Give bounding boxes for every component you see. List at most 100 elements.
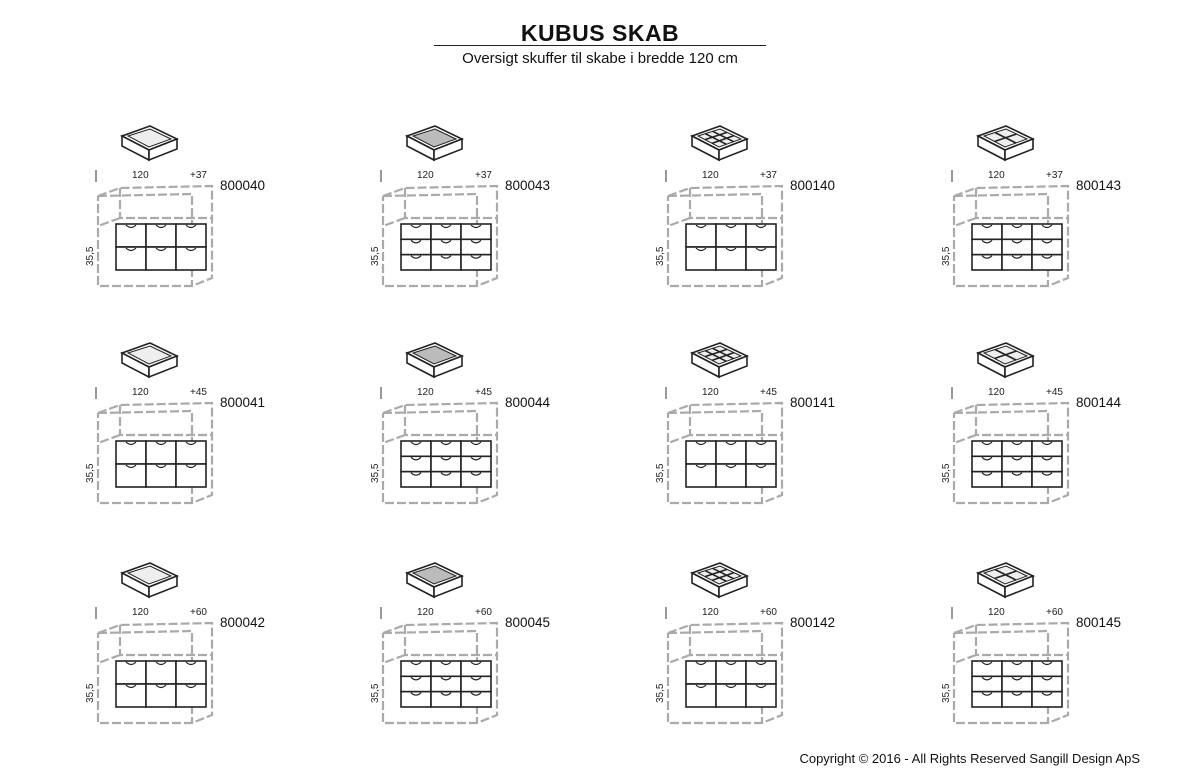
drawer-front <box>460 470 492 488</box>
drawer-front <box>460 455 492 473</box>
depth-dimension: +45 <box>760 387 777 398</box>
drawer-icon <box>690 562 749 599</box>
product-code: 800043 <box>505 178 551 193</box>
drawer-front <box>460 675 492 693</box>
drawer-handle <box>981 239 993 244</box>
drawer-front <box>971 660 1003 678</box>
drawer-icon <box>405 562 464 599</box>
drawer-front <box>1031 455 1063 473</box>
drawer-handle <box>185 441 197 446</box>
drawer-icon <box>120 342 179 379</box>
drawer-handle <box>1041 441 1053 446</box>
page-subtitle: Oversigt skuffer til skabe i bredde 120 … <box>462 50 738 67</box>
depth-dimension: +60 <box>475 607 492 618</box>
height-dimension: 35,5 <box>941 463 952 483</box>
cabinet-outline <box>381 184 499 288</box>
drawer-handle <box>440 472 452 476</box>
width-dimension: 120 <box>702 387 719 398</box>
drawer-handle <box>1011 255 1023 259</box>
drawer-handle <box>1041 255 1053 259</box>
product-code: 800142 <box>790 615 836 630</box>
drawer-handle <box>981 676 993 681</box>
width-dimension: 120 <box>702 170 719 181</box>
drawer-handle <box>695 247 707 252</box>
drawer-front <box>971 238 1003 256</box>
drawer-handle <box>1011 692 1023 696</box>
drawer-handle <box>410 661 422 666</box>
width-dimension: 120 <box>988 170 1005 181</box>
drawer-handle <box>410 255 422 259</box>
drawer-handle <box>470 661 482 666</box>
drawer-handle <box>470 224 482 229</box>
drawer-handle <box>155 661 167 666</box>
drawer-front <box>1001 253 1033 271</box>
cabinet-outline <box>381 401 499 505</box>
drawer-handle <box>1011 676 1023 681</box>
height-dimension: 35,5 <box>85 683 96 703</box>
drawer-handle <box>155 441 167 446</box>
drawer-front <box>1031 253 1063 271</box>
drawer-fronts <box>115 660 207 708</box>
height-dimension: 35,5 <box>370 463 381 483</box>
drawer-handle <box>1041 472 1053 476</box>
drawer-fronts <box>400 660 492 708</box>
drawer-handle <box>410 456 422 461</box>
drawer-front <box>1001 223 1033 241</box>
drawer-fronts <box>971 660 1063 708</box>
width-dimension: 120 <box>417 170 434 181</box>
drawer-fronts <box>685 223 777 271</box>
drawer-front <box>1001 440 1033 458</box>
drawer-front <box>1001 455 1033 473</box>
drawer-front <box>400 690 432 708</box>
drawer-front <box>1031 470 1063 488</box>
height-dimension: 35,5 <box>370 246 381 266</box>
drawer-handle <box>1041 692 1053 696</box>
drawer-handle <box>440 692 452 696</box>
drawer-handle <box>981 224 993 229</box>
width-dimension: 120 <box>988 607 1005 618</box>
drawer-front <box>175 683 207 708</box>
drawer-front <box>1001 238 1033 256</box>
drawer-handle <box>155 224 167 229</box>
drawer-handle <box>725 441 737 446</box>
drawer-front <box>430 253 462 271</box>
drawer-handle <box>470 676 482 681</box>
drawer-front <box>175 246 207 271</box>
drawer-front <box>1031 690 1063 708</box>
drawer-front <box>971 675 1003 693</box>
drawer-handle <box>125 684 137 689</box>
drawer-handle <box>695 684 707 689</box>
drawer-icon <box>976 125 1035 162</box>
cabinet-outline <box>952 621 1070 725</box>
drawer-handle <box>755 224 767 229</box>
drawer-front <box>400 470 432 488</box>
drawer-handle <box>755 464 767 469</box>
drawer-front <box>971 440 1003 458</box>
drawer-front <box>971 223 1003 241</box>
drawer-handle <box>470 692 482 696</box>
width-dimension: 120 <box>988 387 1005 398</box>
depth-dimension: +37 <box>760 170 777 181</box>
depth-dimension: +60 <box>760 607 777 618</box>
drawer-fronts <box>971 223 1063 271</box>
drawer-front <box>460 253 492 271</box>
drawer-handle <box>755 441 767 446</box>
drawer-handle <box>470 441 482 446</box>
drawer-handle <box>125 661 137 666</box>
title-divider <box>434 45 766 46</box>
drawer-handle <box>725 464 737 469</box>
width-dimension: 120 <box>132 607 149 618</box>
drawer-front <box>745 463 777 488</box>
